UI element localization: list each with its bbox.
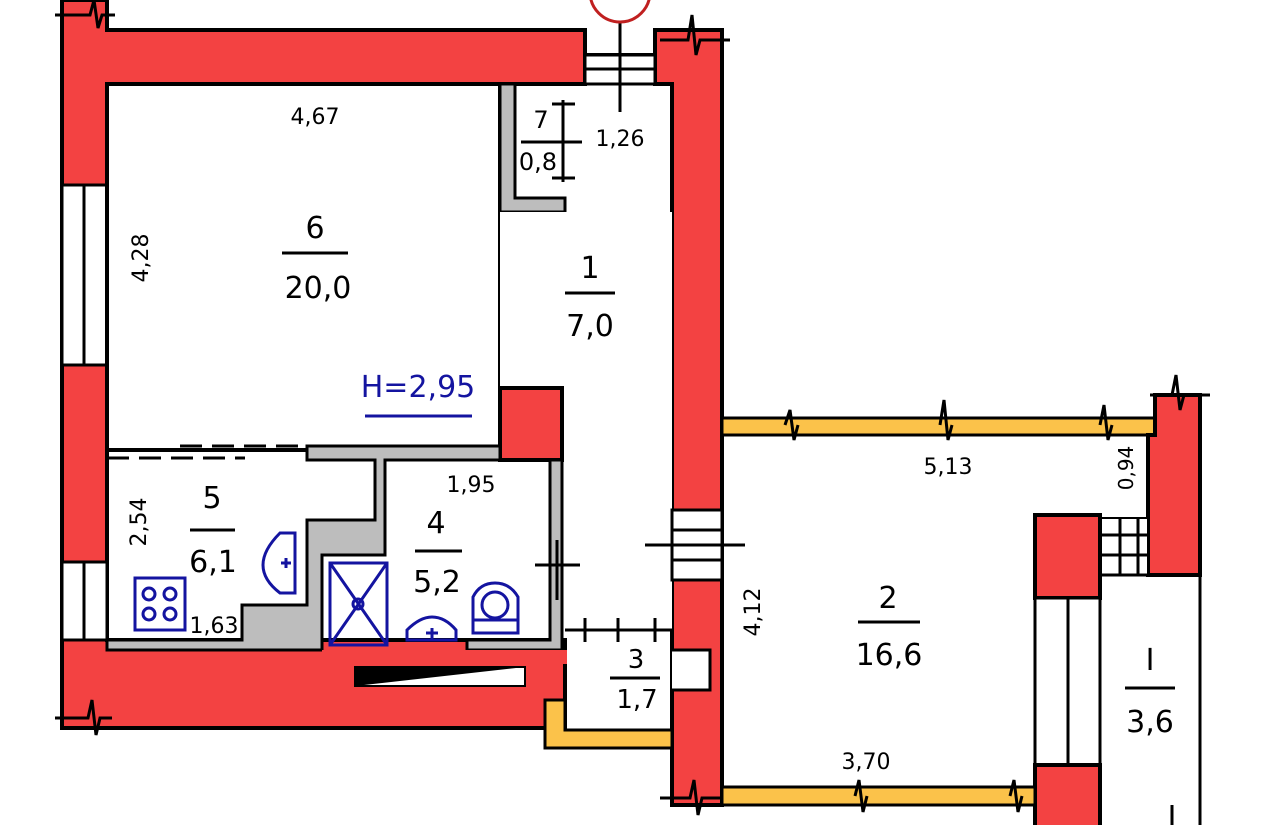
svg-text:4: 4 bbox=[426, 506, 445, 541]
svg-text:6: 6 bbox=[305, 211, 324, 246]
dim-room6-width: 4,67 bbox=[291, 105, 340, 130]
room-label-6: 6 20,0 bbox=[282, 211, 351, 306]
room-label-3: 3 1,7 bbox=[616, 645, 657, 715]
svg-text:3: 3 bbox=[628, 645, 645, 675]
room-label-5: 5 6,1 bbox=[189, 481, 237, 580]
washbasin-icon bbox=[405, 615, 458, 642]
svg-text:20,0: 20,0 bbox=[285, 271, 352, 306]
room-label-7: 7 0,8 bbox=[519, 100, 582, 182]
niche-hatch bbox=[1099, 517, 1149, 576]
svg-text:1: 1 bbox=[580, 251, 599, 286]
svg-text:6,1: 6,1 bbox=[189, 545, 237, 580]
shaft-wall bbox=[105, 444, 502, 652]
dim-room2-bottom: 3,70 bbox=[842, 750, 891, 775]
dim-room5-depth: 2,54 bbox=[127, 498, 152, 547]
dim-room2-top: 5,13 bbox=[924, 455, 973, 480]
toilet-icon bbox=[471, 581, 520, 635]
dim-room6-depth: 4,28 bbox=[129, 234, 154, 283]
axis-marker bbox=[589, 0, 651, 24]
svg-text:1,7: 1,7 bbox=[616, 685, 657, 715]
svg-text:5: 5 bbox=[202, 481, 221, 516]
svg-text:7,0: 7,0 bbox=[566, 309, 614, 344]
column-right bbox=[1033, 513, 1102, 600]
kitchen-sink-icon bbox=[261, 531, 297, 595]
dim-niche: 0,94 bbox=[1114, 446, 1138, 491]
svg-text:2: 2 bbox=[878, 581, 897, 616]
dim-room4-width: 1,95 bbox=[447, 473, 496, 498]
column bbox=[498, 386, 564, 462]
partition-room-3 bbox=[543, 698, 674, 750]
svg-text:16,6: 16,6 bbox=[856, 638, 923, 673]
svg-text:0,8: 0,8 bbox=[519, 148, 557, 176]
svg-text:7: 7 bbox=[533, 106, 548, 134]
partition-room-2-bottom bbox=[720, 785, 1037, 807]
room-label-I: I 3,6 bbox=[1125, 643, 1175, 740]
dim-corridor: 1,26 bbox=[596, 127, 645, 152]
dim-room2-depth: 4,12 bbox=[741, 588, 766, 637]
shower-tray-icon bbox=[328, 561, 389, 647]
wall-right bbox=[1146, 393, 1202, 577]
svg-text:5,2: 5,2 bbox=[413, 565, 461, 600]
room-label-1: 1 7,0 bbox=[565, 251, 615, 344]
room-label-2: 2 16,6 bbox=[856, 581, 923, 673]
svg-text:I: I bbox=[1146, 643, 1155, 678]
dim-room5-width: 1,63 bbox=[190, 614, 239, 639]
vent-icon bbox=[355, 667, 525, 686]
svg-text:3,6: 3,6 bbox=[1126, 705, 1174, 740]
column-right-bottom bbox=[1033, 763, 1102, 825]
stove-icon bbox=[133, 576, 187, 632]
ceiling-height: H=2,95 bbox=[361, 370, 476, 405]
room-label-4: 4 5,2 bbox=[413, 506, 462, 600]
